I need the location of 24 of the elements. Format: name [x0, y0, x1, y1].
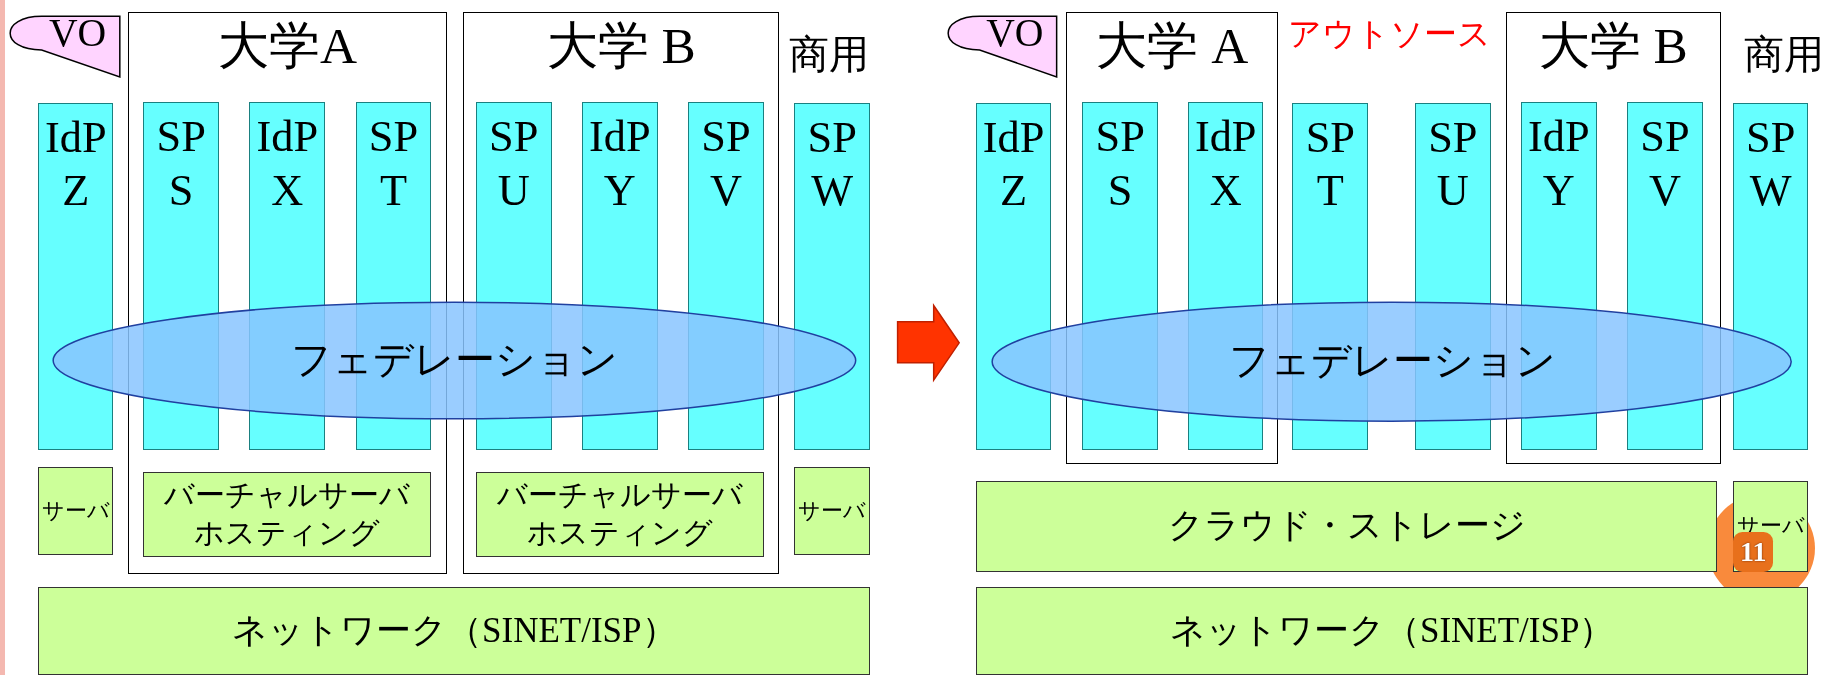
- hosting-box: バーチャルサーバホスティング: [475, 472, 764, 558]
- note-text: アウトソース: [1286, 14, 1492, 54]
- column-box: IdP Z: [976, 102, 1051, 451]
- server-box: サーバ: [38, 466, 114, 556]
- note-text: 商用: [1742, 32, 1825, 80]
- federation-ellipse: フェデレーション: [52, 300, 858, 420]
- layer-box: ネットワーク（SINET/ISP）: [976, 586, 1808, 675]
- layer-box: ネットワーク（SINET/ISP）: [38, 586, 871, 675]
- server-box: サーバ: [794, 466, 871, 556]
- page-number: 11: [1733, 531, 1773, 572]
- column-box: IdP Z: [38, 102, 114, 451]
- frame-heading: 大学 B: [1537, 16, 1689, 76]
- frame-heading: 大学 B: [545, 16, 697, 76]
- vo-tab: VO: [9, 14, 123, 80]
- column-box: SP W: [1733, 102, 1808, 451]
- frame-heading: 大学A: [217, 16, 359, 76]
- hosting-box: バーチャルサーバホスティング: [143, 472, 432, 558]
- column-box: SP W: [794, 102, 871, 451]
- block-arrow: [897, 302, 961, 383]
- federation-ellipse: フェデレーション: [991, 300, 1793, 423]
- frame-heading: 大学 A: [1095, 16, 1250, 76]
- note-text: 商用: [788, 32, 871, 80]
- layer-box: クラウド・ストレージ: [976, 480, 1717, 572]
- vo-tab: VO: [947, 14, 1060, 80]
